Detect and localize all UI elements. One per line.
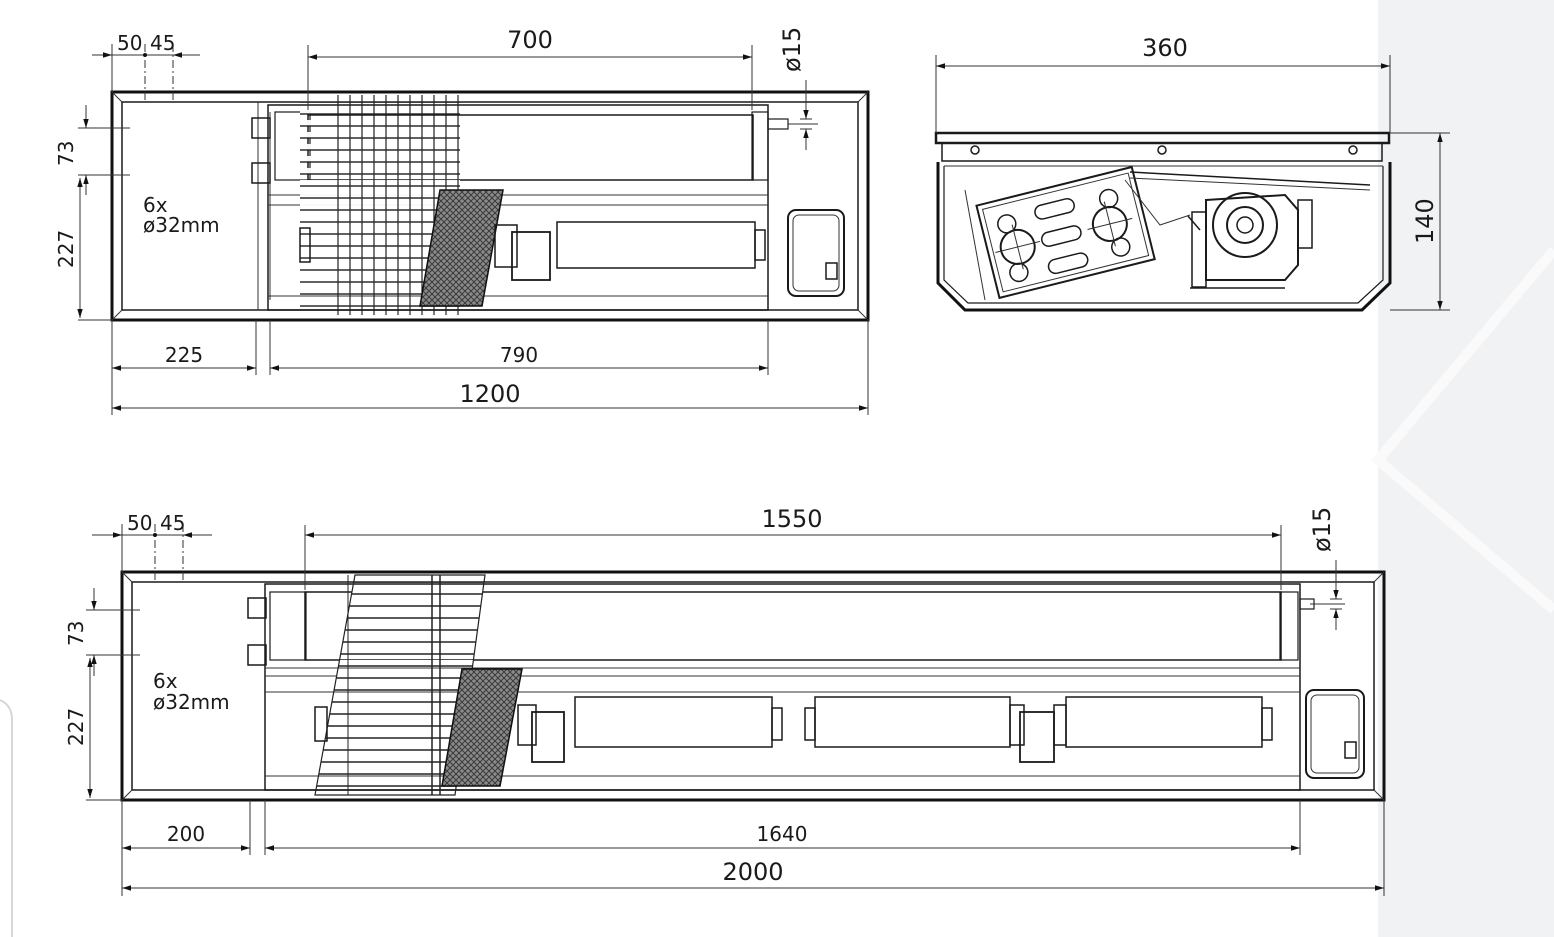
side-panel (1378, 0, 1554, 937)
bottom-fan-motor-2 (1019, 711, 1055, 763)
bottom-dim-227: 227 (64, 708, 88, 746)
top-valve-1 (251, 117, 271, 139)
bottom-fan-roller-1 (574, 696, 773, 748)
bottom-view: 50 45 1550 ø15 73 227 6x ø32mm 200 1640 … (64, 505, 1386, 896)
bottom-control-box (1305, 689, 1365, 779)
corner-decor (0, 699, 13, 937)
top-dim-225: 225 (165, 343, 203, 367)
bottom-fan-roller-2 (814, 696, 1011, 748)
bottom-grille (314, 574, 486, 796)
section-grille-cover (934, 131, 1391, 145)
bottom-fan-roller-3 (1065, 696, 1263, 748)
section-fan (1212, 192, 1278, 258)
bottom-dim-1550: 1550 (761, 505, 822, 533)
top-valve-2 (251, 162, 271, 184)
top-view: 50 45 700 ø15 73 227 6x ø32mm 225 790 12… (54, 26, 870, 415)
bottom-note-diameter: ø32mm (153, 690, 230, 714)
bottom-heat-exchanger (304, 591, 1282, 661)
panel-decor (1370, 246, 1554, 614)
top-note-count: 6x (143, 193, 168, 217)
top-heater-body (267, 104, 769, 311)
bottom-dim-45: 45 (160, 511, 185, 535)
top-dim-1200: 1200 (459, 380, 520, 408)
bottom-dim-d15: ø15 (1308, 507, 1336, 552)
section-heat-exchanger (975, 165, 1156, 300)
top-dim-73: 73 (54, 141, 78, 166)
top-note-diameter: ø32mm (143, 213, 220, 237)
bottom-heater-body (264, 583, 1301, 791)
section-body (936, 162, 1392, 312)
bottom-dim-2000: 2000 (722, 858, 783, 886)
section-view: 360 140 (934, 34, 1450, 312)
bottom-frame-inner (131, 581, 1375, 791)
bottom-valve-1 (247, 597, 267, 619)
section-dim-140: 140 (1411, 198, 1439, 244)
top-fan-motor (511, 231, 551, 281)
bottom-frame-outer (120, 570, 1386, 802)
top-dim-790: 790 (500, 343, 538, 367)
bottom-dim-1640: 1640 (757, 822, 808, 846)
top-frame-outer (110, 90, 870, 322)
top-dim-227: 227 (54, 230, 78, 268)
top-dim-d15: ø15 (778, 27, 806, 72)
top-control-box (787, 209, 845, 297)
top-dim-700: 700 (507, 26, 553, 54)
top-fan-roller (556, 221, 756, 269)
section-dim-360: 360 (1142, 34, 1188, 62)
top-dim-50: 50 (117, 31, 142, 55)
top-dim-45: 45 (150, 31, 175, 55)
bottom-valve-2 (247, 644, 267, 666)
section-fan-housing (1205, 193, 1299, 281)
bottom-note-count: 6x (153, 669, 178, 693)
bottom-dim-73: 73 (64, 621, 88, 646)
bottom-dim-200: 200 (167, 822, 205, 846)
bottom-filter (441, 668, 523, 787)
top-filter (419, 189, 504, 307)
bottom-fan-motor-1 (531, 711, 565, 763)
bottom-dim-50: 50 (127, 511, 152, 535)
